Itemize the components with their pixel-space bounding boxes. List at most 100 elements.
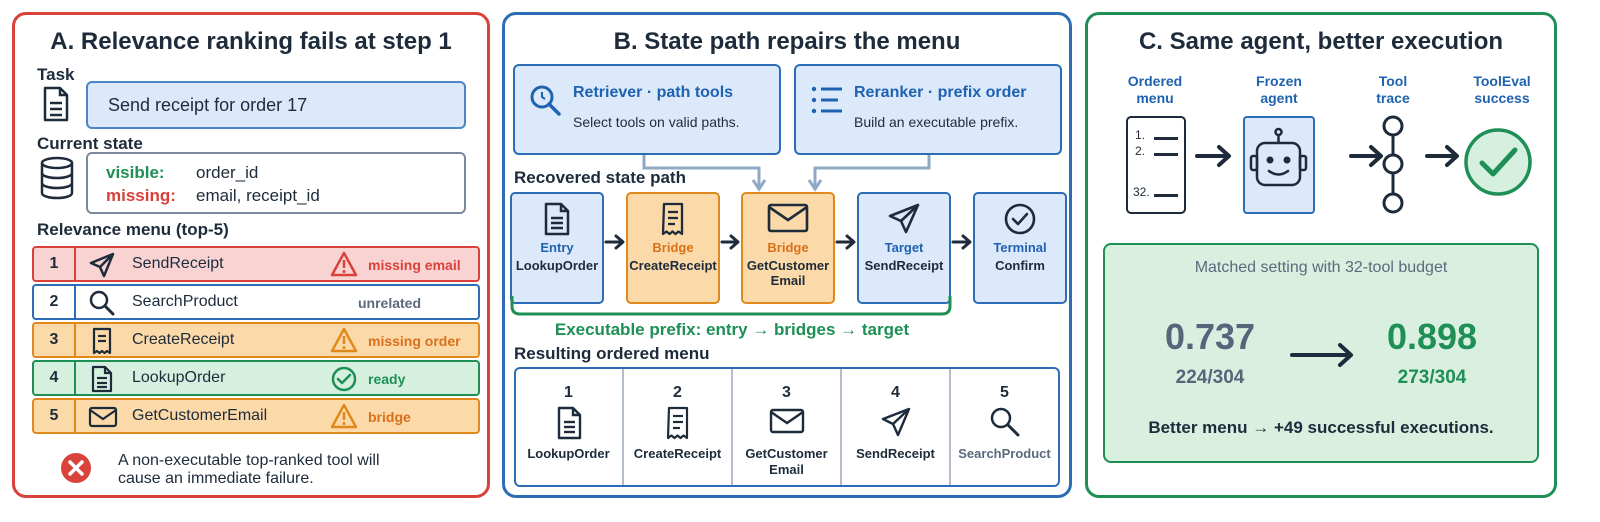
table-row: 3 CreateReceipt missing order [32, 322, 480, 358]
node-role: Bridge [652, 240, 694, 255]
ordered-menu-box [514, 367, 1060, 487]
reranker-desc: Build an executable prefix. [854, 114, 1019, 130]
reranker-card: Reranker · prefix order Build an executa… [794, 64, 1062, 155]
success-check-icon [1464, 128, 1532, 196]
search-icon [529, 84, 563, 118]
failure-x-icon [60, 452, 92, 484]
path-arrows [510, 234, 972, 316]
list-order-icon [810, 84, 844, 116]
receipt-icon [88, 327, 116, 355]
after-score: 0.898 [1386, 316, 1478, 357]
row-number: 3 [34, 324, 76, 356]
menu-item: 3 GetCustomer Email [732, 376, 841, 494]
before-count: 224/304 [1175, 367, 1245, 388]
tool-name: GetCustomerEmail [132, 407, 268, 424]
before-score: 0.737 [1164, 316, 1256, 357]
node-role: Entry [540, 240, 574, 255]
visible-value: order_id [196, 163, 259, 182]
card-connectors [642, 155, 931, 192]
document-icon [555, 406, 583, 440]
ordered-menu-label: Resulting ordered menu [514, 344, 710, 363]
visible-key: visible: [106, 163, 165, 182]
receipt-icon [658, 202, 688, 236]
status-text: missing order [368, 333, 461, 349]
table-row: 4 LookupOrder ready [32, 360, 480, 396]
status-text: bridge [368, 409, 411, 425]
tool-name: SearchProduct [132, 293, 238, 310]
node-role: Bridge [767, 240, 809, 255]
node-tool-name: GetCustomer [746, 258, 830, 273]
menu-item: 5 SearchProduct [950, 376, 1059, 494]
search-icon [88, 289, 116, 317]
missing-key: missing: [106, 186, 176, 205]
mail-icon [767, 202, 809, 234]
retriever-desc: Select tools on valid paths. [573, 114, 740, 130]
database-icon [40, 156, 74, 200]
task-document-icon [42, 86, 70, 122]
state-box: visible: order_id missing: email, receip… [86, 152, 466, 214]
ordered-menu-dividers [622, 369, 951, 485]
row-number: 4 [34, 362, 76, 394]
menu-item-name: GetCustomer [745, 446, 828, 461]
path-node-entry: Entry LookupOrder [510, 192, 604, 304]
improvement-arrow [1290, 343, 1353, 367]
tool-name: SendReceipt [132, 255, 224, 272]
warning-icon [330, 327, 358, 353]
document-icon [542, 202, 572, 236]
tool-name: LookupOrder [132, 369, 226, 386]
setting-caption: Matched setting with 32-tool budget [1194, 259, 1448, 276]
failure-note-line1: A non-executable top-ranked tool will [118, 452, 380, 469]
task-label: Task [37, 65, 75, 84]
table-row: 2 SearchProduct unrelated [32, 284, 480, 320]
menu-item-number: 3 [782, 384, 791, 401]
retriever-title: Retriever · path tools [573, 84, 734, 101]
tool-name: CreateReceipt [132, 331, 235, 348]
mail-icon [88, 403, 118, 431]
node-tool-name: LookupOrder [515, 258, 599, 273]
summary-text: Better menu → +49 successful executions. [1148, 418, 1494, 437]
menu-list-icon: 1. 2. 32. [1126, 116, 1186, 214]
node-tool-name: Confirm [995, 258, 1045, 273]
path-node-terminal: Terminal Confirm [973, 192, 1067, 304]
warning-icon [330, 251, 358, 277]
send-icon [887, 202, 921, 236]
retriever-card: Retriever · path tools Select tools on v… [513, 64, 781, 155]
menu-item-number: 5 [1000, 384, 1009, 401]
panel-b-title: B. State path repairs the menu [613, 28, 961, 55]
robot-icon [1243, 116, 1315, 214]
node-tool-name: CreateReceipt [629, 258, 717, 273]
warning-icon [330, 403, 358, 429]
path-node-target: Target SendReceipt [857, 192, 951, 304]
check-circle-icon [1003, 202, 1037, 236]
node-tool-name-line2: Email [770, 273, 806, 288]
pipeline-arrows [1195, 145, 1459, 167]
task-box: Send receipt for order 17 [86, 81, 466, 129]
recovered-path-label: Recovered state path [514, 168, 686, 187]
check-circle-icon [330, 365, 358, 393]
receipt-icon [664, 406, 692, 440]
reranker-title: Reranker · prefix order [854, 84, 1027, 101]
prefix-caption: Executable prefix: entry → bridges → tar… [554, 320, 910, 339]
menu-item-name: CreateReceipt [633, 446, 722, 461]
node-role: Target [884, 240, 924, 255]
send-icon [88, 251, 116, 279]
relevance-menu-label: Relevance menu (top-5) [37, 220, 229, 239]
menu-item-name: SearchProduct [958, 446, 1051, 461]
menu-item-name: SendReceipt [856, 446, 935, 461]
row-number: 1 [34, 248, 76, 280]
row-number: 5 [34, 400, 76, 432]
menu-item: 1 LookupOrder [514, 376, 623, 494]
failure-note-line2: cause an immediate failure. [118, 470, 314, 487]
status-text: unrelated [358, 295, 422, 311]
menu-item: 4 SendReceipt [841, 376, 950, 494]
trace-icon [1382, 115, 1404, 214]
document-icon [88, 365, 116, 393]
path-node-bridge-2: Bridge GetCustomer Email [741, 192, 835, 304]
status-text: missing email [368, 257, 461, 273]
menu-item-number: 2 [673, 384, 682, 401]
row-number: 2 [34, 286, 76, 318]
send-icon [880, 406, 912, 438]
